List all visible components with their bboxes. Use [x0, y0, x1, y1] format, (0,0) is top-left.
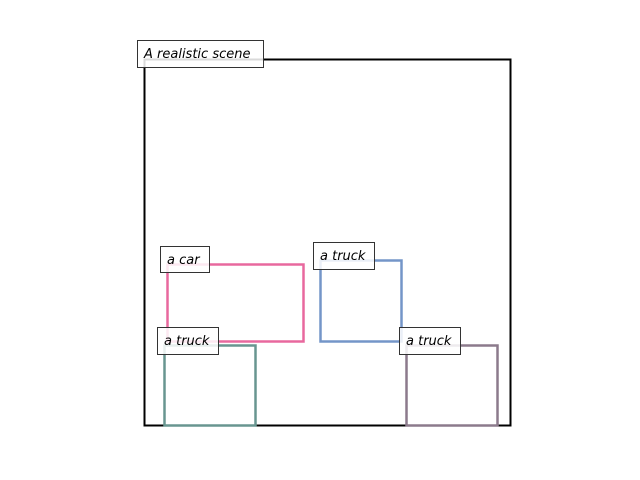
scene-caption-box [137, 40, 264, 68]
bbox-truck-middle-label-box [313, 242, 375, 270]
bbox-truck-middle-rect [319, 259, 403, 343]
bbox-truck-right: a truck [399, 327, 499, 427]
bbox-truck-middle-label: a truck [320, 249, 366, 264]
scene-frame [143, 58, 512, 427]
scene-caption-group: A realistic scene [137, 40, 264, 68]
bbox-truck-left-rect [163, 344, 257, 427]
bbox-car: a car [160, 246, 305, 343]
bbox-car-label: a car [167, 253, 201, 268]
bbox-truck-left: a truck [157, 327, 257, 427]
scene-caption: A realistic scene [143, 47, 250, 62]
bbox-truck-middle: a truck [313, 242, 403, 343]
bbox-truck-left-label-box [157, 327, 219, 355]
bbox-car-label-box [160, 246, 210, 273]
bbox-truck-right-label-box [399, 327, 461, 355]
bbox-truck-left-label: a truck [164, 334, 210, 349]
bbox-truck-right-label: a truck [406, 334, 452, 349]
bbox-truck-right-rect [405, 344, 499, 427]
bbox-car-rect [166, 263, 305, 343]
